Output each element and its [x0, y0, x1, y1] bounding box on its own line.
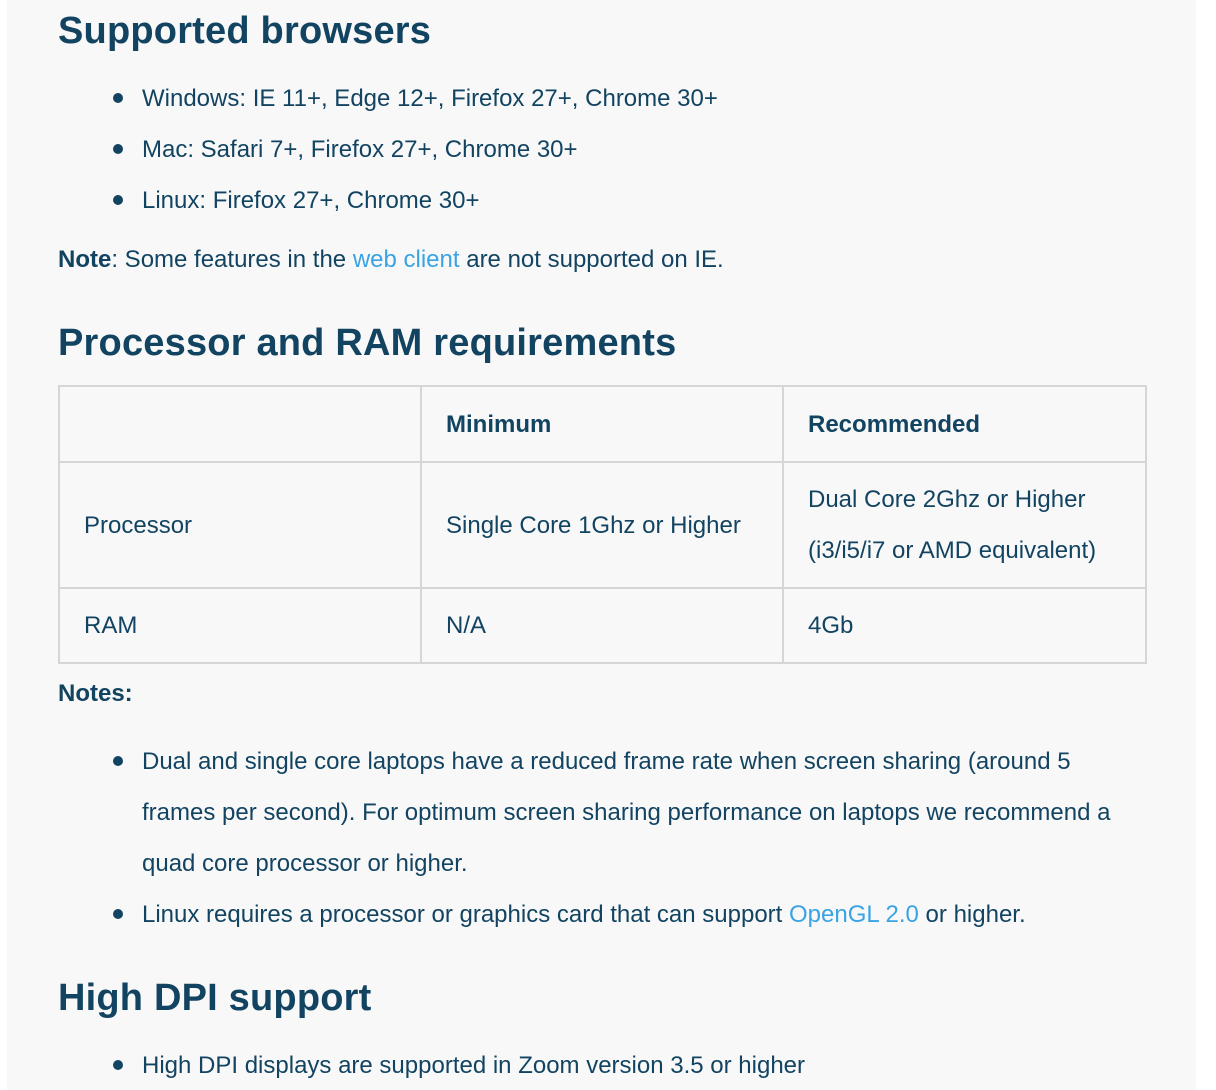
- table-header-recommended: Recommended: [782, 385, 1147, 463]
- requirements-table: Minimum Recommended Processor Single Cor…: [58, 385, 1147, 664]
- table-cell: 4Gb: [782, 587, 1147, 664]
- bullet-icon: [113, 93, 123, 103]
- list-item: High DPI displays are supported in Zoom …: [58, 1040, 1138, 1090]
- notes-label: Notes:: [58, 680, 133, 707]
- note-item-text-after: or higher.: [918, 901, 1026, 928]
- bullet-icon: [113, 909, 123, 919]
- web-client-link[interactable]: web client: [352, 246, 460, 273]
- list-item: Dual and single core laptops have a redu…: [58, 736, 1122, 889]
- table-header-row: Minimum Recommended: [58, 385, 1147, 463]
- bullet-icon: [113, 1060, 123, 1070]
- document-page: Supported browsers Windows: IE 11+, Edge…: [7, 0, 1196, 1090]
- list-item: Windows: IE 11+, Edge 12+, Firefox 27+, …: [58, 73, 1138, 124]
- notes-list: Dual and single core laptops have a redu…: [58, 736, 1138, 940]
- list-item: Linux requires a processor or graphics c…: [58, 889, 1138, 940]
- table-cell: RAM: [58, 587, 422, 664]
- table-cell: Single Core 1Ghz or Higher: [420, 461, 784, 589]
- dpi-list: High DPI displays are supported in Zoom …: [58, 1040, 1138, 1090]
- browser-linux: Linux: Firefox 27+, Chrome 30+: [142, 187, 480, 214]
- heading-supported-browsers: Supported browsers: [58, 10, 432, 52]
- list-item: Mac: Safari 7+, Firefox 27+, Chrome 30+: [58, 124, 1138, 175]
- heading-high-dpi: High DPI support: [58, 977, 372, 1019]
- table-cell: N/A: [420, 587, 784, 664]
- bullet-icon: [113, 144, 123, 154]
- table-row: Processor Single Core 1Ghz or Higher Dua…: [58, 461, 1147, 589]
- table-header-empty: [58, 385, 422, 463]
- opengl-link[interactable]: OpenGL 2.0: [789, 901, 919, 928]
- note-text-after: are not supported on IE.: [459, 246, 724, 273]
- table-header-minimum: Minimum: [420, 385, 784, 463]
- heading-processor-ram: Processor and RAM requirements: [58, 322, 677, 364]
- table-row: RAM N/A 4Gb: [58, 587, 1147, 664]
- note-label: Note: [58, 246, 112, 273]
- browser-note: Note: Some features in the web client ar…: [58, 236, 724, 284]
- browser-list: Windows: IE 11+, Edge 12+, Firefox 27+, …: [58, 73, 1138, 226]
- browser-windows: Windows: IE 11+, Edge 12+, Firefox 27+, …: [142, 85, 718, 112]
- browser-mac: Mac: Safari 7+, Firefox 27+, Chrome 30+: [142, 136, 578, 163]
- bullet-icon: [113, 756, 123, 766]
- note-item-text-before: Linux requires a processor or graphics c…: [142, 901, 790, 928]
- note-item-text: Dual and single core laptops have a redu…: [142, 748, 1111, 877]
- table-cell: Dual Core 2Ghz or Higher (i3/i5/i7 or AM…: [782, 461, 1147, 589]
- bullet-icon: [113, 195, 123, 205]
- dpi-item-text: High DPI displays are supported in Zoom …: [142, 1052, 805, 1079]
- list-item: Linux: Firefox 27+, Chrome 30+: [58, 175, 1138, 226]
- table-cell: Processor: [58, 461, 422, 589]
- note-text-before: : Some features in the: [111, 246, 353, 273]
